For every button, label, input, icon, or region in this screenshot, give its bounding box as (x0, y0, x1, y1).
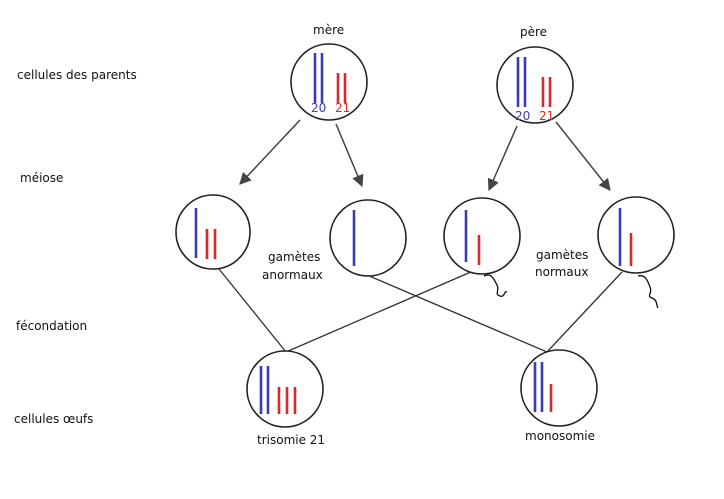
abnormal-gametes-label-2: anormaux (262, 268, 323, 282)
gamete-4-membrane (597, 196, 675, 274)
row-label-parents: cellules des parents (17, 68, 137, 82)
father-chr20-label: 20 (515, 109, 531, 123)
father-chr21-label: 21 (539, 109, 555, 123)
abnormal-gametes-label-1: gamètes (268, 250, 321, 264)
normal-gametes-label-2: normaux (535, 265, 589, 279)
gamete-3-membrane (443, 197, 521, 275)
line-gamete3-trisomy (285, 267, 481, 353)
gamete-1-membrane (175, 194, 251, 270)
mother-label: mère (313, 23, 345, 37)
fertilization-lines (214, 263, 623, 353)
line-gamete1-trisomy (214, 263, 287, 353)
arrow-father-left (487, 125, 518, 192)
arrow-father-right (555, 121, 611, 191)
meiosis-arrows (239, 119, 611, 192)
normal-gametes-label-1: gamètes (536, 248, 589, 262)
zygote-trisomy-membrane (246, 350, 324, 428)
monosomy-label: monosomie (525, 429, 595, 443)
father-cell (496, 46, 574, 124)
gamete-2-membrane (329, 199, 407, 277)
row-label-fertilization: fécondation (16, 319, 88, 333)
mother-chr20-label: 20 (311, 101, 327, 115)
arrow-mother-left (239, 119, 301, 185)
gamete-3-tail (483, 274, 508, 297)
line-gamete4-monosomy (546, 271, 623, 353)
father-label: père (520, 25, 548, 39)
gamete-1 (175, 194, 251, 270)
zygote-monosomy-membrane (520, 349, 598, 427)
mother-cell-membrane (290, 43, 368, 121)
row-label-meiosis: méiose (20, 171, 64, 185)
mother-cell (290, 43, 368, 121)
mother-chr21-label: 21 (335, 101, 351, 115)
arrow-mother-right (335, 123, 364, 188)
gamete-4 (597, 196, 675, 309)
gamete-4-tail (637, 275, 659, 309)
row-label-eggs: cellules œufs (14, 412, 94, 426)
father-cell-membrane (496, 46, 574, 124)
gamete-2 (329, 199, 407, 277)
gamete-3 (443, 197, 521, 297)
zygote-trisomy (246, 350, 324, 428)
zygote-monosomy (520, 349, 598, 427)
trisomy-label: trisomie 21 (257, 433, 326, 447)
line-gamete2-monosomy (366, 274, 548, 353)
